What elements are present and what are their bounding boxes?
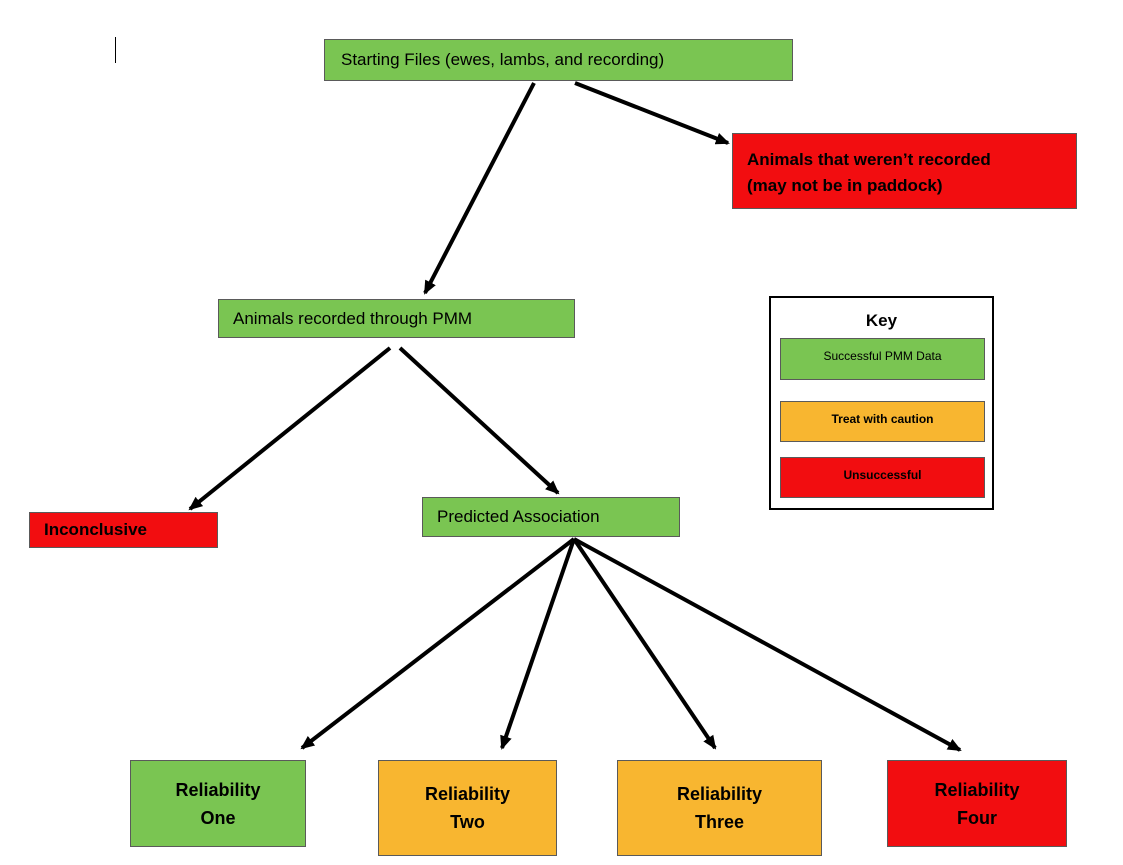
node-inconclusive-label: Inconclusive bbox=[44, 520, 147, 539]
legend-item-successful-label: Successful PMM Data bbox=[823, 349, 942, 363]
node-inconclusive: Inconclusive bbox=[29, 512, 218, 548]
legend-title: Key bbox=[865, 311, 898, 330]
legend-key: Key Successful PMM Data Treat with cauti… bbox=[769, 296, 994, 510]
node-reliability-one: Reliability One bbox=[130, 760, 306, 847]
arrow-predicted-to-reliability-one bbox=[300, 537, 576, 750]
legend-item-caution: Treat with caution bbox=[780, 401, 985, 442]
legend-item-successful: Successful PMM Data bbox=[780, 338, 985, 380]
arrow-recorded-to-predicted bbox=[398, 346, 560, 495]
node-reliability-four: Reliability Four bbox=[887, 760, 1067, 847]
node-reliability-three-line2: Three bbox=[694, 812, 745, 832]
node-reliability-two-line1: Reliability bbox=[424, 784, 511, 804]
legend-item-unsuccessful: Unsuccessful bbox=[780, 457, 985, 498]
arrow-predicted-to-reliability-four bbox=[573, 537, 962, 752]
node-reliability-four-line1: Reliability bbox=[934, 779, 1020, 800]
arrow-start-to-unrecorded bbox=[574, 81, 730, 145]
node-unrecorded-line2: (may not be in paddock) bbox=[747, 176, 943, 195]
node-reliability-three: Reliability Three bbox=[617, 760, 822, 856]
node-animals-recorded-label: Animals recorded through PMM bbox=[233, 308, 473, 328]
node-starting-files-label: Starting Files (ewes, lambs, and recordi… bbox=[341, 50, 665, 69]
legend-item-unsuccessful-label: Unsuccessful bbox=[843, 467, 922, 482]
node-animals-recorded: Animals recorded through PMM bbox=[218, 299, 575, 338]
arrow-predicted-to-reliability-two bbox=[500, 538, 576, 750]
arrow-recorded-to-inconclusive bbox=[188, 346, 392, 511]
node-unrecorded-line1: Animals that weren’t recorded bbox=[747, 150, 991, 169]
node-reliability-four-line2: Four bbox=[957, 807, 997, 828]
node-reliability-one-line2: One bbox=[200, 807, 236, 828]
node-starting-files: Starting Files (ewes, lambs, and recordi… bbox=[324, 39, 793, 81]
node-predicted-association: Predicted Association bbox=[422, 497, 680, 537]
arrow-predicted-to-reliability-three bbox=[572, 537, 717, 750]
node-reliability-two: Reliability Two bbox=[378, 760, 557, 856]
node-reliability-three-line1: Reliability bbox=[676, 784, 763, 804]
node-unrecorded-animals: Animals that weren’t recorded (may not b… bbox=[732, 133, 1077, 209]
node-reliability-two-line2: Two bbox=[450, 812, 485, 832]
node-reliability-one-line1: Reliability bbox=[175, 779, 261, 800]
legend-item-caution-label: Treat with caution bbox=[831, 411, 934, 426]
arrow-start-to-recorded bbox=[423, 82, 536, 295]
text-cursor bbox=[115, 37, 116, 63]
node-predicted-association-label: Predicted Association bbox=[437, 507, 600, 526]
